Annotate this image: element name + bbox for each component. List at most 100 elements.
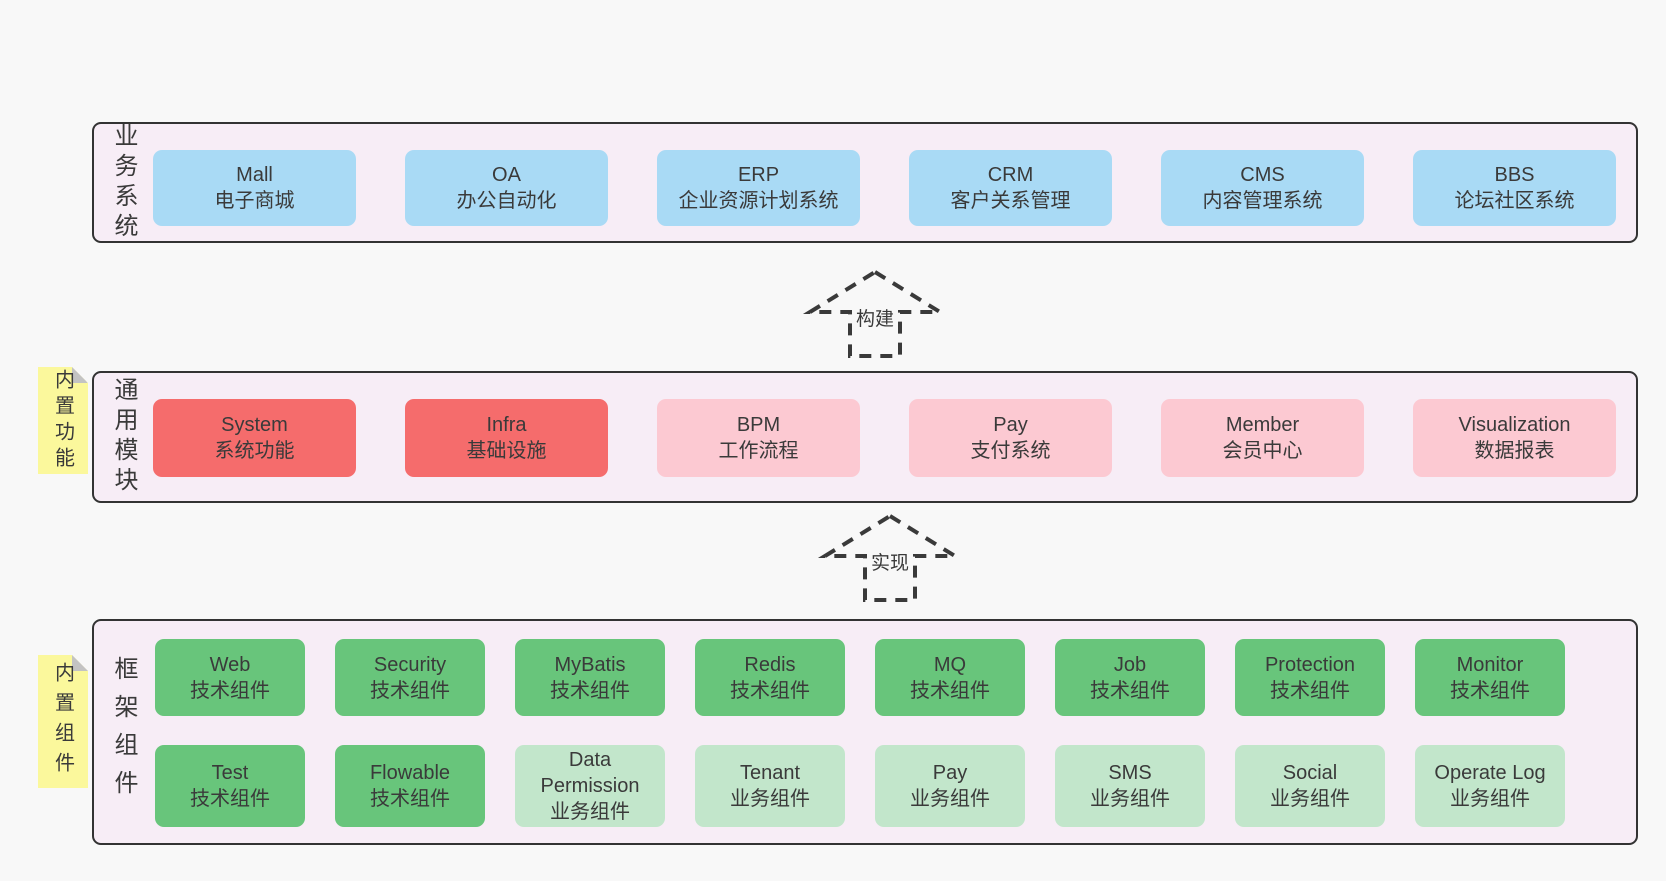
box-name: Web — [209, 653, 251, 676]
box-name: Infra — [486, 414, 527, 436]
arrow-up-build: 构建 — [802, 269, 948, 358]
box-job: Job 技术组件 — [1055, 639, 1205, 716]
box-desc: 业务组件 — [1450, 788, 1530, 810]
box-name: Social — [1282, 762, 1338, 784]
box-name: Protection — [1264, 653, 1356, 676]
box-operate-log: Operate Log 业务组件 — [1415, 745, 1565, 827]
box-name: Data Permission — [540, 749, 640, 797]
section-label: 框架组件 — [110, 656, 137, 808]
box-cms: CMS 内容管理系统 — [1161, 150, 1364, 226]
box-desc: 办公自动化 — [456, 190, 557, 212]
box-data-permission: Data Permission 业务组件 — [515, 745, 665, 827]
box-sms: SMS 业务组件 — [1055, 745, 1205, 827]
box-desc: 技术组件 — [550, 679, 630, 702]
box-tenant: Tenant 业务组件 — [695, 745, 845, 827]
box-redis: Redis 技术组件 — [695, 639, 845, 716]
box-name: Test — [211, 762, 249, 784]
sticky-note-builtin-components: 内置组件 — [38, 655, 88, 788]
box-crm: CRM 客户关系管理 — [909, 150, 1112, 226]
sticky-note-label: 内置功能 — [51, 368, 74, 473]
arrow-label-backdrop — [868, 543, 912, 577]
box-social: Social 业务组件 — [1235, 745, 1385, 827]
box-name: BPM — [736, 414, 781, 436]
box-desc: 技术组件 — [370, 679, 450, 702]
box-name: Member — [1225, 414, 1300, 436]
box-desc: 工作流程 — [718, 440, 799, 462]
components-box-row-2: Test 技术组件 Flowable 技术组件 Data Permission … — [155, 745, 1565, 827]
arrow-up-implement: 实现 — [817, 513, 963, 602]
sticky-note-builtin-features: 内置功能 — [38, 367, 88, 474]
arrow-label-backdrop — [853, 299, 897, 333]
box-desc: 业务组件 — [910, 788, 990, 810]
box-name: ERP — [737, 164, 780, 186]
business-box-row: Mall 电子商城 OA 办公自动化 ERP 企业资源计划系统 CRM 客户关系… — [153, 150, 1616, 226]
box-name: Redis — [744, 653, 796, 676]
sticky-note-label: 内置组件 — [51, 661, 74, 782]
box-name: CMS — [1240, 164, 1285, 186]
box-desc: 客户关系管理 — [950, 190, 1071, 212]
section-business-systems: 业务系统 Mall 电子商城 OA 办公自动化 ERP 企业资源计划系统 CRM… — [92, 122, 1638, 243]
box-oa: OA 办公自动化 — [405, 150, 608, 226]
box-security: Security 技术组件 — [335, 639, 485, 716]
box-name: Pay — [932, 762, 968, 784]
box-protection: Protection 技术组件 — [1235, 639, 1385, 716]
box-desc: 会员中心 — [1222, 440, 1303, 462]
box-name: CRM — [987, 164, 1034, 186]
box-desc: 技术组件 — [910, 679, 990, 702]
box-desc: 技术组件 — [1090, 679, 1170, 702]
box-desc: 基础设施 — [466, 440, 547, 462]
box-infra: Infra 基础设施 — [405, 399, 608, 477]
box-desc: 企业资源计划系统 — [678, 190, 839, 212]
box-name: System — [221, 414, 288, 436]
box-name: Pay — [993, 414, 1028, 436]
box-desc: 业务组件 — [1090, 788, 1170, 810]
box-visualization: Visualization 数据报表 — [1413, 399, 1616, 477]
box-test: Test 技术组件 — [155, 745, 305, 827]
box-desc: 内容管理系统 — [1202, 190, 1323, 212]
box-name: SMS — [1108, 762, 1152, 784]
box-system: System 系统功能 — [153, 399, 356, 477]
box-desc: 论坛社区系统 — [1454, 190, 1575, 212]
box-desc: 业务组件 — [1270, 788, 1350, 810]
box-name: MyBatis — [554, 653, 626, 676]
box-pay-component: Pay 业务组件 — [875, 745, 1025, 827]
box-name: BBS — [1494, 164, 1535, 186]
box-member: Member 会员中心 — [1161, 399, 1364, 477]
box-desc: 系统功能 — [214, 440, 295, 462]
box-monitor: Monitor 技术组件 — [1415, 639, 1565, 716]
box-mybatis: MyBatis 技术组件 — [515, 639, 665, 716]
box-name: MQ — [933, 653, 967, 676]
box-pay-module: Pay 支付系统 — [909, 399, 1112, 477]
box-desc: 业务组件 — [550, 801, 630, 823]
box-desc: 技术组件 — [190, 788, 270, 810]
box-flowable: Flowable 技术组件 — [335, 745, 485, 827]
box-bpm: BPM 工作流程 — [657, 399, 860, 477]
box-desc: 技术组件 — [1270, 679, 1350, 702]
box-desc: 技术组件 — [190, 679, 270, 702]
box-desc: 数据报表 — [1474, 440, 1555, 462]
box-name: Visualization — [1458, 414, 1571, 436]
box-name: Job — [1113, 653, 1147, 676]
box-name: Operate Log — [1434, 762, 1546, 784]
box-desc: 技术组件 — [370, 788, 450, 810]
section-label: 通用模块 — [110, 377, 137, 497]
box-bbs: BBS 论坛社区系统 — [1413, 150, 1616, 226]
arrow-label: 构建 — [856, 308, 894, 330]
box-desc: 支付系统 — [970, 440, 1051, 462]
modules-box-row: System 系统功能 Infra 基础设施 BPM 工作流程 Pay 支付系统… — [153, 399, 1616, 477]
box-mall: Mall 电子商城 — [153, 150, 356, 226]
section-label: 业务系统 — [110, 122, 137, 243]
box-web: Web 技术组件 — [155, 639, 305, 716]
box-name: Flowable — [369, 762, 451, 784]
box-name: Security — [373, 653, 447, 676]
box-mq: MQ 技术组件 — [875, 639, 1025, 716]
box-name: Tenant — [739, 762, 801, 784]
box-erp: ERP 企业资源计划系统 — [657, 150, 860, 226]
components-box-row-1: Web 技术组件 Security 技术组件 MyBatis 技术组件 Redi… — [155, 639, 1565, 716]
box-name: Mall — [236, 164, 273, 186]
box-name: Monitor — [1456, 653, 1524, 676]
box-name: OA — [492, 164, 521, 186]
section-common-modules: 通用模块 System 系统功能 Infra 基础设施 BPM 工作流程 Pay… — [92, 371, 1638, 503]
section-framework-components: 框架组件 Web 技术组件 Security 技术组件 MyBatis 技术组件… — [92, 619, 1638, 845]
